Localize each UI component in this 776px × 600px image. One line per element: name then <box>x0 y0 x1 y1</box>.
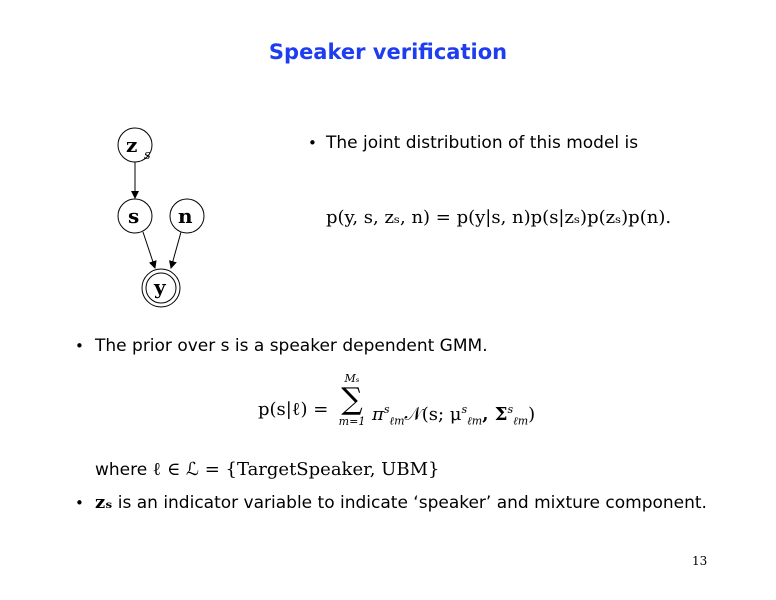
bullet-joint-text: The joint distribution of this model is <box>326 133 639 153</box>
joint-equation: p(y, s, zₛ, n) = p(y|s, n)p(s|zₛ)p(zₛ)p(… <box>326 207 672 228</box>
sum-lower-limit: m=1 <box>338 415 366 428</box>
svg-text:s: s <box>144 148 151 163</box>
bullet-icon: • <box>75 337 84 355</box>
svg-text:s: s <box>128 204 139 228</box>
graphical-model-diagram: z s s n y <box>117 127 205 308</box>
gmm-equation-rhs: πsℓm𝒩(s; μsℓm, Σsℓm) <box>372 403 536 428</box>
node-s: s <box>117 198 153 234</box>
slide-title: Speaker verification <box>268 40 508 64</box>
edge-n-y <box>169 231 182 269</box>
svg-text:z: z <box>126 133 137 157</box>
node-n: n <box>169 198 205 234</box>
bullet-indicator-text: zₛ is an indicator variable to indicate … <box>95 492 707 513</box>
page-number: 13 <box>692 554 708 568</box>
where-clause: where ℓ ∈ ℒ = {TargetSpeaker, UBM} <box>95 459 440 480</box>
bullet-icon: • <box>308 134 317 152</box>
summation: Mₛ ∑ m=1 <box>330 372 374 428</box>
gmm-equation-lhs: p(s|ℓ) = <box>258 399 329 420</box>
node-y-observed: y <box>141 268 181 308</box>
bullet-prior-text: The prior over s is a speaker dependent … <box>95 336 488 356</box>
svg-text:y: y <box>153 275 167 299</box>
sum-icon: ∑ <box>341 382 363 417</box>
svg-text:n: n <box>178 204 193 228</box>
sum-upper-limit: Mₛ <box>344 372 360 385</box>
bullet-icon: • <box>75 494 84 512</box>
node-zs: z s <box>117 127 153 163</box>
edge-s-y <box>142 231 157 269</box>
